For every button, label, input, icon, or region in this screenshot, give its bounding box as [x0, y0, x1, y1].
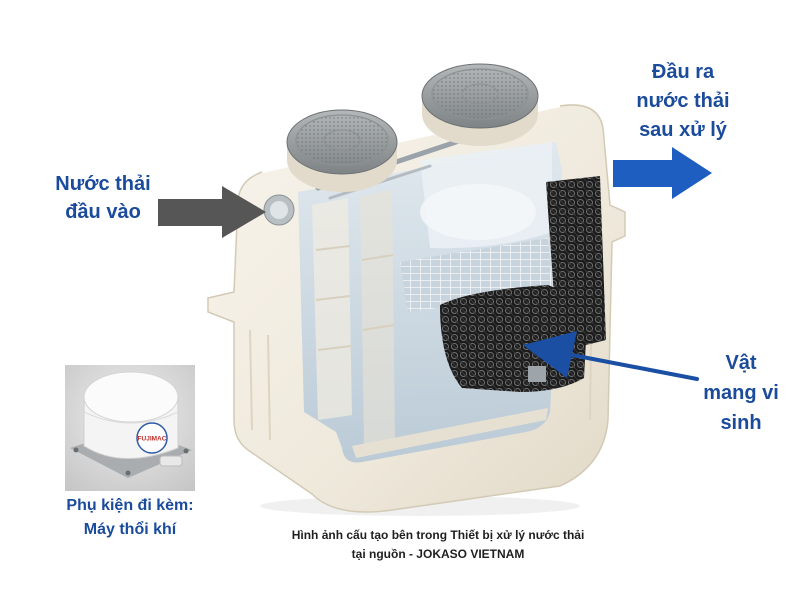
inner-dome — [420, 184, 536, 240]
figure-caption: Hình ảnh cấu tạo bên trong Thiết bị xử l… — [238, 526, 638, 564]
outlet-label-line-1: Đầu ra — [651, 61, 715, 83]
blower-logo-text: FUJIMAC — [138, 436, 167, 443]
caption-line-2: tại nguồn - JOKASO VIETNAM — [351, 547, 525, 561]
outlet-label-line-3: sau xử lý — [639, 119, 727, 141]
manhole-texture-right — [431, 68, 529, 120]
arrow-right-icon — [158, 186, 266, 238]
manhole-cover-left — [286, 109, 398, 192]
accessory-label: Phụ kiện đi kèm: Máy thổi khí — [40, 494, 220, 542]
inlet-pipe — [263, 194, 295, 226]
outlet-label-line-2: nước thải — [636, 90, 730, 112]
inlet-label-line-2: đầu vào — [65, 201, 141, 223]
accessory-label-line-1: Phụ kiện đi kèm: — [66, 497, 194, 514]
inlet-label-line-1: Nước thải — [55, 173, 151, 195]
inlet-pipe-opening — [270, 201, 288, 219]
inner-baffle-mid — [360, 190, 395, 446]
bio-media-label: Vật mang vi sinh — [690, 348, 792, 438]
media-arrow-shaft — [570, 353, 699, 381]
screw-icon — [73, 447, 79, 453]
bio-media-label-line-3: sinh — [720, 412, 762, 434]
manhole-center-left — [323, 129, 361, 151]
bio-media-label-line-1: Vật — [725, 352, 757, 374]
blower-nozzle — [159, 455, 183, 467]
floor-bracket — [528, 366, 546, 382]
bio-media-label-line-2: mang vi — [703, 382, 779, 404]
screw-icon — [125, 470, 131, 476]
air-blower-photo: FUJIMAC — [65, 365, 195, 491]
inner-floor — [352, 408, 548, 458]
accessory-label-line-2: Máy thổi khí — [83, 521, 177, 538]
outlet-label: Đầu ra nước thải sau xử lý — [608, 58, 758, 145]
inner-baffle-left — [312, 198, 352, 420]
blower-logo — [136, 422, 168, 454]
caption-line-1: Hình ảnh cấu tạo bên trong Thiết bị xử l… — [291, 528, 585, 542]
jokaso-tank — [207, 63, 626, 513]
manhole-texture-left — [295, 114, 389, 166]
arrow-left-icon — [523, 331, 699, 381]
media-arrow-head — [523, 331, 577, 378]
arrow-right-icon — [613, 147, 712, 199]
baffle-notches — [315, 245, 395, 351]
manhole-center-right — [461, 83, 499, 105]
inlet-label: Nước thải đầu vào — [28, 170, 178, 226]
screw-icon — [183, 448, 189, 454]
blower-seam — [83, 411, 179, 424]
manhole-cover-right — [421, 63, 539, 146]
blower-top — [83, 371, 179, 423]
